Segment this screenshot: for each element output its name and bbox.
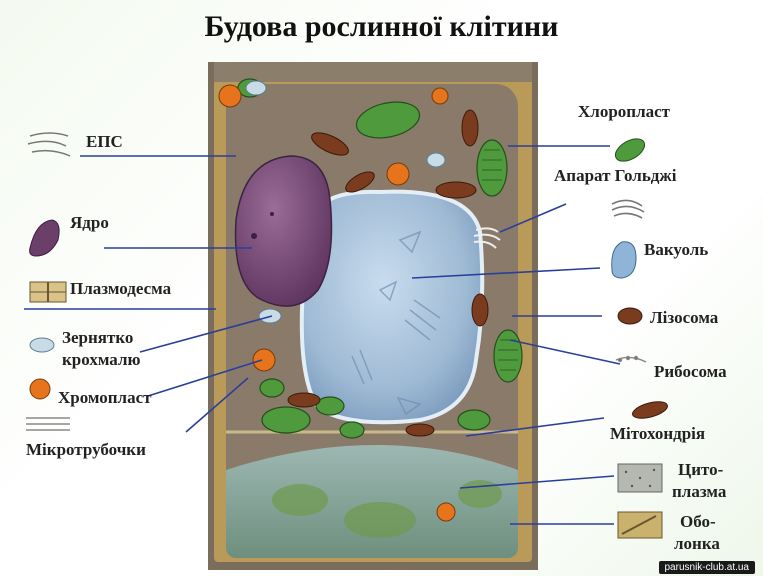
cell-wall-icon	[617, 511, 663, 539]
golgi-icon	[611, 199, 645, 219]
starch-icon	[29, 337, 55, 353]
label-chloroplast: Хлоропласт	[578, 102, 670, 121]
microtubules-icon	[26, 417, 70, 431]
nucleus	[234, 155, 333, 307]
label-cytoplasm-2: плазма	[672, 482, 727, 501]
label-plasmodesma: Плазмодесма	[70, 279, 172, 298]
cytoplasm-icon	[617, 463, 663, 493]
label-cytoplasm-1: Цито-	[678, 460, 724, 479]
label-golgi: Апарат Гольджі	[554, 166, 677, 185]
vacuole-icon	[611, 241, 637, 279]
eps-icon	[27, 132, 71, 157]
watermark: parusnik-club.at.ua	[658, 561, 755, 574]
plasmodesma-icon	[29, 281, 67, 303]
lysosome-icon	[617, 307, 643, 325]
ribosome-icon	[615, 355, 647, 363]
pointer-lines	[24, 145, 621, 525]
chromoplasts	[218, 84, 456, 522]
label-eps: ЕПС	[86, 132, 123, 151]
label-chromoplast: Хромопласт	[58, 388, 152, 407]
chromoplast-icon	[29, 378, 51, 400]
label-vacuole: Вакуоль	[644, 240, 709, 259]
mitochondria	[287, 109, 489, 437]
diagram-title: Будова рослинної клітини	[204, 10, 559, 43]
lower-cell	[226, 440, 518, 558]
mitochondria-icon	[632, 401, 668, 419]
label-mitochondria: Мітохондрія	[610, 424, 706, 443]
chloroplasts	[237, 78, 523, 439]
chloroplast-icon	[614, 138, 646, 162]
label-nucleus: Ядро	[70, 213, 109, 232]
label-microtubules: Мікротрубочки	[26, 440, 146, 459]
nucleus-icon	[29, 219, 60, 257]
vacuole	[299, 189, 485, 425]
label-starch-2: крохмалю	[62, 350, 141, 369]
label-starch-1: Зернятко	[62, 328, 134, 347]
golgi	[473, 227, 501, 249]
label-wall-2: лонка	[674, 534, 720, 553]
label-lysosome: Лізосома	[650, 308, 719, 327]
label-wall-1: Обо-	[680, 512, 716, 531]
label-ribosome: Рибосома	[654, 362, 727, 381]
